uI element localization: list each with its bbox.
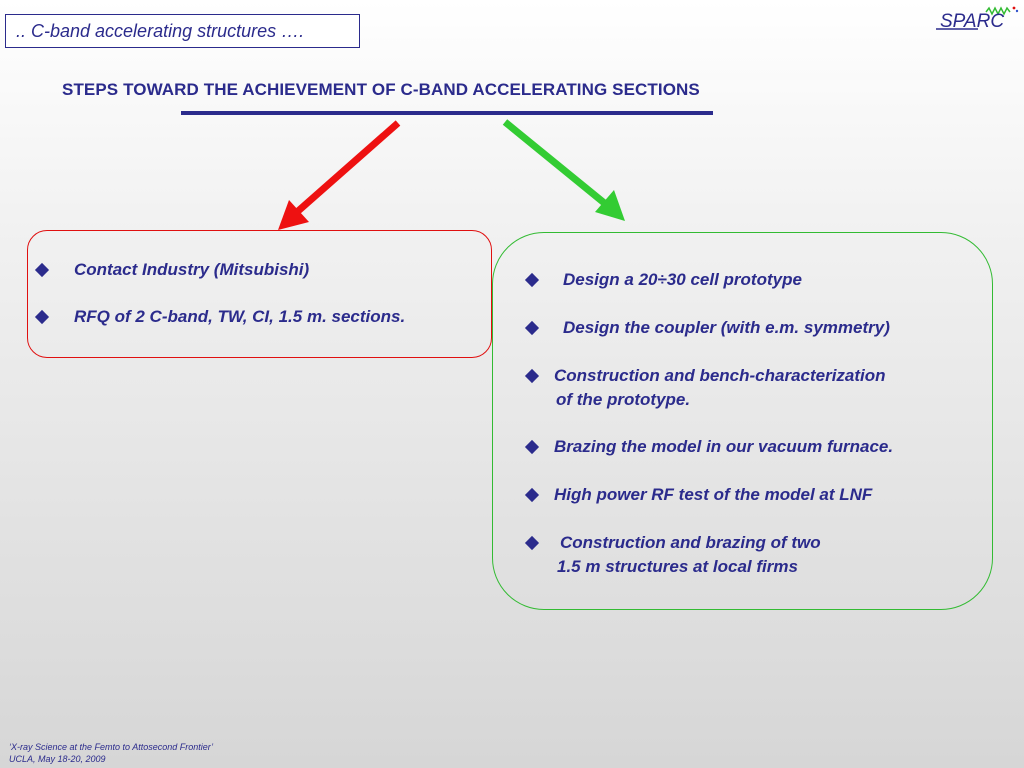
green-arrow-icon (502, 119, 625, 221)
right-item-1: Design a 20÷30 cell prototype (563, 270, 802, 289)
right-item-6: Construction and brazing of two (560, 533, 821, 552)
sparc-logo: SPARC (936, 6, 1019, 32)
right-item-5: High power RF test of the model at LNF (554, 485, 873, 504)
red-arrow-icon (278, 120, 401, 230)
headline-underline (181, 111, 713, 115)
right-item-2: Design the coupler (with e.m. symmetry) (563, 318, 890, 337)
right-item-4: Brazing the model in our vacuum furnace. (554, 437, 894, 456)
right-item-3-continuation: of the prototype. (556, 390, 691, 409)
footer-date: UCLA, May 18-20, 2009 (9, 754, 106, 764)
footer: ‘X-ray Science at the Femto to Attosecon… (9, 741, 213, 765)
slide-title: .. C-band accelerating structures …. (16, 21, 305, 41)
left-item-1: Contact Industry (Mitsubishi) (74, 260, 310, 279)
slide-title-box: .. C-band accelerating structures …. (5, 14, 360, 48)
right-item-6-continuation: 1.5 m structures at local firms (557, 557, 798, 576)
sparc-logo-text: SPARC (940, 11, 1004, 32)
industry-steps-box (27, 230, 492, 358)
footer-conference: ‘X-ray Science at the Femto to Attosecon… (9, 742, 214, 752)
prototype-steps-box (492, 232, 993, 610)
headline: STEPS TOWARD THE ACHIEVEMENT OF C-BAND A… (62, 80, 700, 99)
right-item-3: Construction and bench-characterization (554, 366, 886, 385)
left-item-2: RFQ of 2 C-band, TW, CI, 1.5 m. sections… (74, 307, 406, 326)
